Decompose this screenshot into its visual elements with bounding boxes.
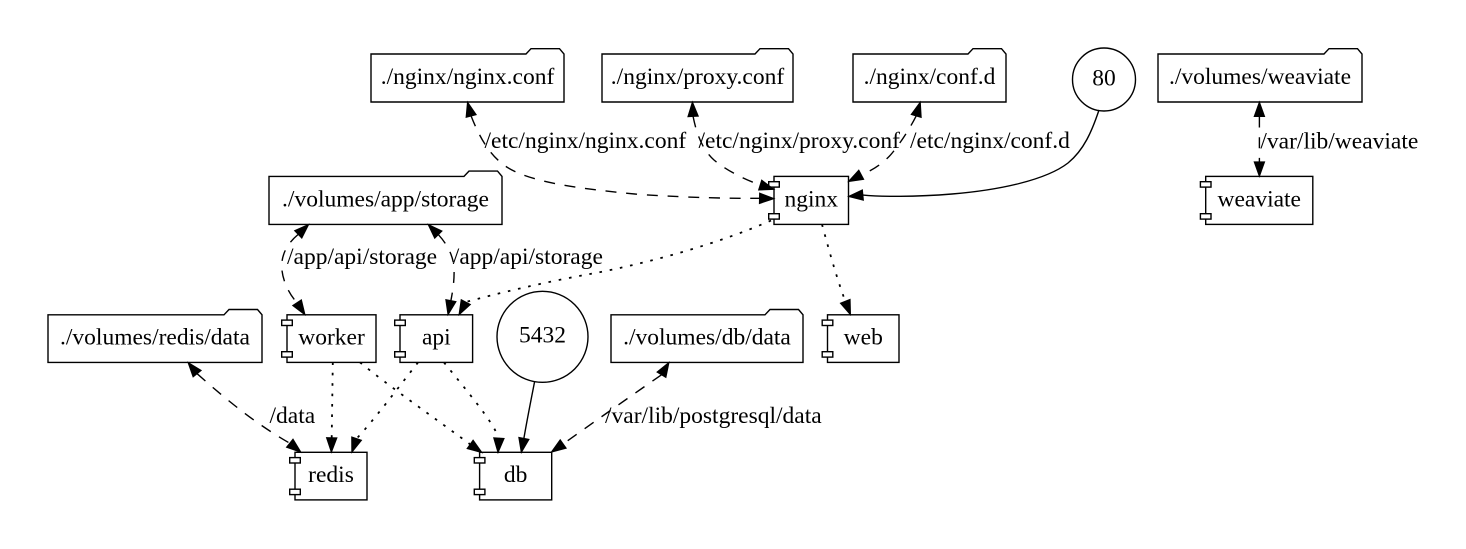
svg-text:./volumes/app/storage: ./volumes/app/storage [282, 186, 489, 212]
svg-text:./nginx/conf.d: ./nginx/conf.d [864, 64, 996, 90]
svg-text:worker: worker [298, 324, 365, 350]
svg-text:db: db [504, 462, 528, 488]
svg-text:weaviate: weaviate [1217, 186, 1301, 212]
svg-text:/var/lib/weaviate: /var/lib/weaviate [1260, 128, 1418, 154]
svg-text:/etc/nginx/nginx.conf: /etc/nginx/nginx.conf [485, 128, 687, 154]
svg-text:web: web [844, 324, 883, 350]
svg-text:./volumes/redis/data: ./volumes/redis/data [60, 324, 250, 350]
svg-text:./volumes/db/data: ./volumes/db/data [623, 324, 791, 350]
svg-text:api: api [422, 324, 451, 350]
svg-text:/var/lib/postgresql/data: /var/lib/postgresql/data [605, 403, 822, 429]
svg-text:/app/api/storage: /app/api/storage [453, 244, 603, 270]
svg-text:/etc/nginx/proxy.conf: /etc/nginx/proxy.conf [699, 128, 901, 154]
svg-text:80: 80 [1092, 65, 1116, 91]
svg-text:/data: /data [270, 403, 316, 429]
svg-text:/app/api/storage: /app/api/storage [287, 244, 437, 270]
svg-text:./nginx/nginx.conf: ./nginx/nginx.conf [381, 64, 555, 90]
svg-text:/etc/nginx/conf.d: /etc/nginx/conf.d [910, 128, 1070, 154]
svg-text:5432: 5432 [519, 323, 566, 349]
svg-text:./nginx/proxy.conf: ./nginx/proxy.conf [611, 64, 785, 90]
svg-text:redis: redis [308, 462, 354, 488]
svg-text:nginx: nginx [784, 186, 838, 212]
svg-text:./volumes/weaviate: ./volumes/weaviate [1169, 64, 1351, 90]
